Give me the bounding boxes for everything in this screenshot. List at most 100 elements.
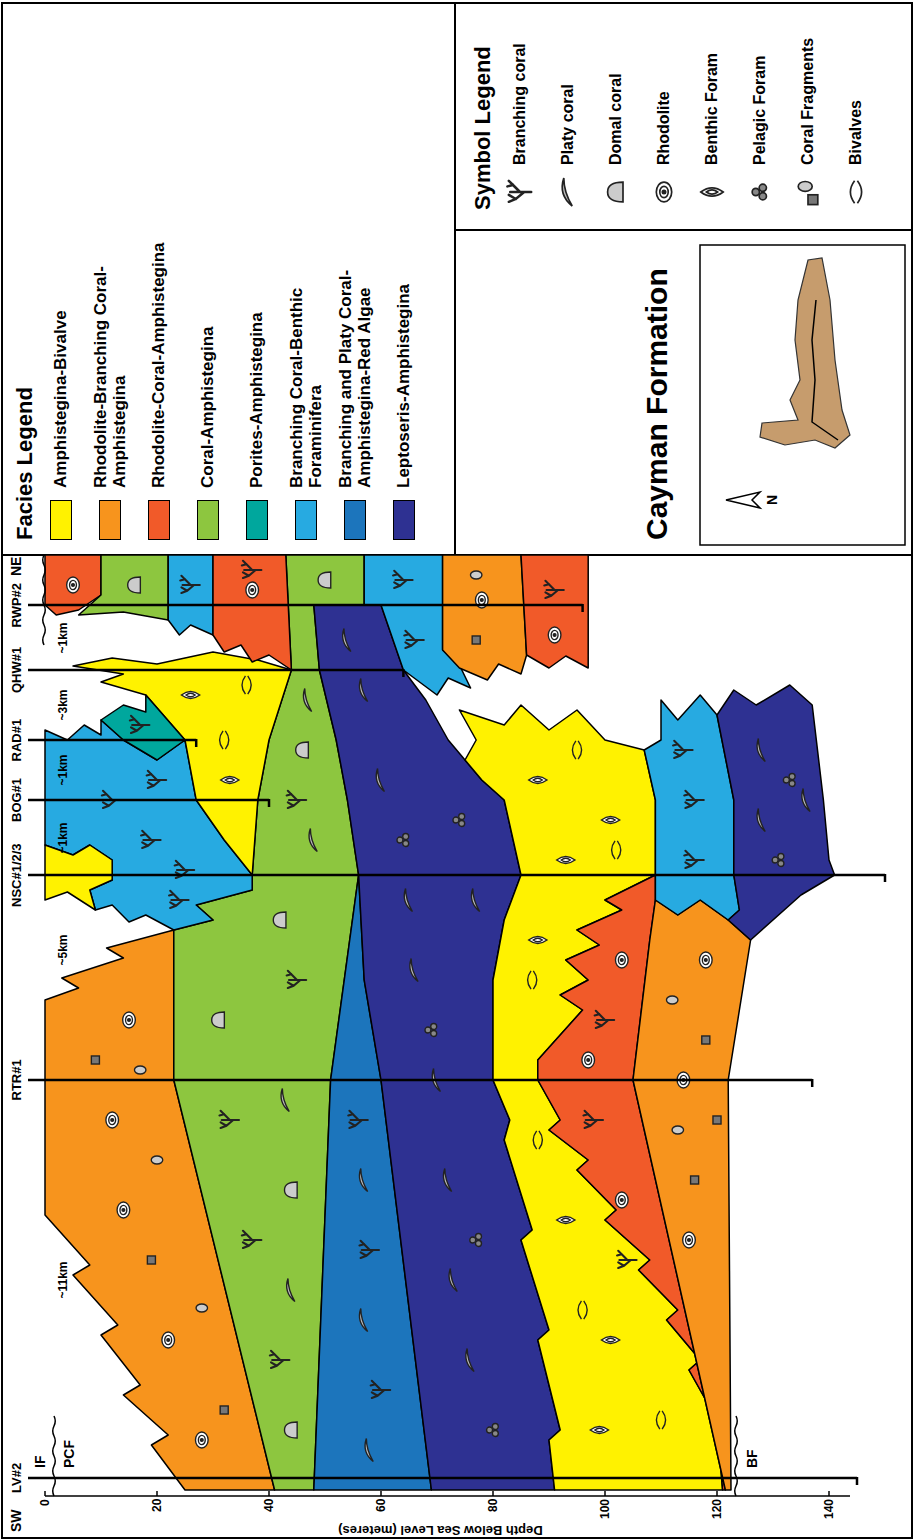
cf-symbol: [472, 636, 480, 644]
rh-symbol: [195, 1432, 208, 1448]
legend-text: Benthic Foram: [703, 53, 721, 165]
legend-divider: [455, 229, 912, 231]
bc-stroke: [673, 741, 693, 758]
rh-symbol: [548, 627, 561, 643]
axis-tick: [828, 1491, 830, 1496]
pc-stroke: [404, 889, 412, 912]
legend-divider: [454, 3, 456, 555]
dc-symbol: [318, 572, 331, 588]
legend-text: Pelagic Foram: [751, 56, 769, 165]
axis-tick: [156, 1491, 158, 1496]
legend-swatch: [295, 500, 317, 540]
section-frame: [2, 555, 912, 1538]
cfo-stroke: [134, 1066, 146, 1074]
pf-stroke: [778, 860, 784, 866]
bc-stroke: [242, 1231, 262, 1248]
bv-stroke: [242, 676, 251, 694]
dc-symbol: [608, 182, 623, 202]
bc-symbol: [141, 831, 161, 848]
pf-stroke: [403, 834, 409, 840]
cfo-stroke: [470, 571, 482, 579]
bv-symbol: [533, 1131, 542, 1149]
formation-contact: [735, 1416, 738, 1496]
rh-stroke: [246, 582, 259, 598]
rh-stroke: [200, 1439, 203, 1442]
axis-tick: [604, 1491, 606, 1496]
pc-symbol: [443, 1169, 451, 1192]
axis-tick-label: 80: [486, 1499, 500, 1512]
well-name: QHW#1: [9, 647, 24, 693]
pc-stroke: [443, 1169, 451, 1192]
bv-symbol: [242, 676, 251, 694]
distance-label: ~1km: [56, 622, 70, 653]
well-line: [28, 799, 269, 802]
rh-stroke: [615, 1192, 628, 1208]
bc-stroke: [595, 1011, 615, 1028]
cf-symbol: [147, 1256, 155, 1264]
pf-stroke: [397, 837, 403, 843]
pc-stroke: [757, 739, 765, 762]
facies-body: [101, 695, 185, 760]
axis-tick-label: 20: [150, 1499, 164, 1512]
pc-symbol: [343, 629, 351, 652]
pc-symbol: [281, 1089, 289, 1112]
bc-stroke: [242, 561, 262, 578]
pf-stroke: [789, 780, 795, 786]
pf-stroke: [476, 1234, 482, 1240]
well-end: [884, 874, 887, 882]
facies-body: [443, 555, 527, 680]
bc-stroke: [404, 631, 424, 648]
well-name: BOG#1: [9, 778, 24, 822]
depth-axis: [45, 1495, 850, 1497]
bf-symbol: [181, 692, 199, 699]
well-line: [28, 669, 403, 672]
well-line: [28, 604, 583, 607]
pc-stroke: [757, 809, 765, 832]
rh-stroke: [198, 1435, 205, 1444]
axis-tick: [716, 1491, 718, 1496]
bc-stroke: [141, 831, 161, 848]
formation-label: PCF: [61, 1440, 77, 1468]
rh-symbol: [615, 952, 628, 968]
island-map: [760, 258, 850, 448]
pf-stroke: [487, 1427, 493, 1433]
bc-stroke: [583, 1111, 603, 1128]
rh-stroke: [109, 1115, 116, 1124]
cfo-stroke: [151, 1156, 163, 1164]
dc-stroke: [128, 577, 141, 593]
bf-stroke: [561, 858, 570, 861]
pc-symbol: [757, 739, 765, 762]
rh-stroke: [122, 1209, 125, 1212]
rh-stroke: [249, 585, 256, 594]
cfo-stroke: [672, 1126, 684, 1134]
bv-symbol: [220, 731, 229, 749]
bc-stroke: [130, 716, 150, 733]
bf-stroke: [557, 857, 575, 864]
bc-stroke: [617, 1251, 637, 1268]
bc-symbol: [270, 1351, 290, 1368]
legend-title: Symbol Legend: [470, 46, 496, 210]
pf-stroke: [783, 777, 789, 783]
bf-stroke: [601, 1337, 619, 1344]
bf-stroke: [606, 818, 615, 821]
legend-text: Rhodolite-Branching Coral-Amphistegina: [91, 188, 130, 488]
axis-tick-label: 40: [262, 1499, 276, 1512]
bc-stroke: [147, 771, 167, 788]
rh-symbol: [162, 1332, 175, 1348]
distance-label: ~5km: [56, 934, 70, 965]
pc-symbol: [562, 178, 572, 206]
pc-stroke: [449, 1269, 457, 1292]
rh-stroke: [106, 1112, 119, 1128]
bv-stroke: [533, 1131, 542, 1149]
rh-symbol: [123, 1012, 136, 1028]
compass-label: NE: [8, 557, 24, 576]
bf-stroke: [529, 777, 547, 784]
formation-contact: [43, 555, 46, 645]
bc-symbol: [242, 1231, 262, 1248]
pf-stroke: [431, 1024, 437, 1030]
dc-stroke: [285, 1182, 298, 1198]
rh-stroke: [117, 1202, 130, 1218]
distance-label: ~1km: [56, 754, 70, 785]
pc-stroke: [343, 629, 351, 652]
bc-symbol: [393, 571, 413, 588]
